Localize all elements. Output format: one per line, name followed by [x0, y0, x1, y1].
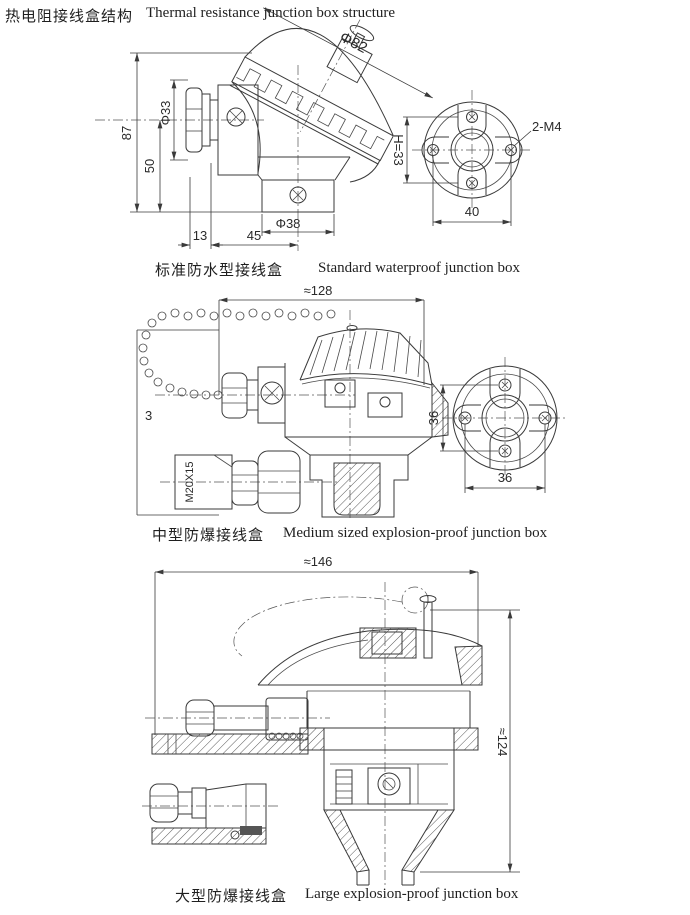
svg-text:Φ38: Φ38 [276, 216, 301, 231]
caption-large-english: Large explosion-proof junction box [305, 886, 519, 902]
dim-45: 45 [211, 228, 298, 248]
lower-stem [257, 156, 381, 213]
svg-text:36: 36 [498, 470, 512, 485]
dim-cap-diameter: Φ82 [337, 28, 370, 56]
caption-medium-chinese: 中型防爆接线盒 [152, 527, 265, 544]
left-extent: 3 [136, 329, 219, 516]
dim-gland-diameter: Φ33 [158, 79, 188, 161]
dim-128: ≈128 [218, 283, 425, 395]
side-gland-pipe [151, 697, 309, 755]
dim-146: ≈146 [154, 554, 479, 735]
standard-junction-box-drawing: Φ82 [95, 7, 562, 251]
page-title-chinese: 热电阻接线盒结构 [5, 8, 134, 25]
svg-text:13: 13 [193, 228, 207, 243]
svg-text:Φ33: Φ33 [158, 101, 173, 126]
dim-stem-diameter: Φ38 [261, 214, 335, 236]
svg-text:87: 87 [119, 126, 134, 140]
body-block [217, 84, 259, 176]
page-title-english: Thermal resistance junction box structur… [146, 5, 396, 21]
retaining-chain [138, 308, 336, 400]
dim-87: 87 [119, 52, 262, 213]
small-fitting [149, 783, 267, 845]
dim-36-vertical: 36 [426, 384, 498, 452]
dim-thread-spec: M20X15 [184, 462, 196, 503]
dim-13: 13 [178, 163, 223, 249]
body-screw [226, 107, 246, 127]
svg-text:≈124: ≈124 [495, 728, 510, 757]
svg-text:45: 45 [247, 228, 261, 243]
svg-text:36: 36 [426, 411, 441, 425]
cover-screw [419, 595, 437, 659]
caption-standard-chinese: 标准防水型接线盒 [155, 262, 284, 279]
flange-view [442, 357, 568, 480]
svg-text:≈128: ≈128 [304, 283, 333, 298]
body-section [299, 691, 479, 886]
thread-fitting: M20X15 [174, 450, 301, 514]
dome-cover [257, 627, 483, 692]
dim-40: 40 [432, 156, 512, 226]
ribbed-cap: Φ82 [229, 7, 433, 165]
svg-text:50: 50 [142, 159, 157, 173]
svg-text:H=33: H=33 [391, 134, 406, 165]
svg-text:3: 3 [145, 408, 152, 423]
svg-text:≈146: ≈146 [304, 554, 333, 569]
dim-124: ≈124 [420, 609, 520, 873]
svg-text:40: 40 [465, 204, 479, 219]
seal-block [240, 826, 262, 835]
caption-standard-english: Standard waterproof junction box [318, 260, 521, 276]
large-junction-box-drawing: ≈146 ≈124 [142, 554, 520, 886]
cap-rim [231, 81, 261, 174]
medium-junction-box-drawing: ≈128 3 [136, 283, 568, 520]
dim-50: 50 [142, 120, 163, 212]
flange-view [412, 90, 532, 210]
label-2m4: 2-M4 [513, 119, 562, 147]
dim-36-horizontal: 36 [464, 424, 546, 493]
svg-text:2-M4: 2-M4 [532, 119, 562, 134]
caption-large-chinese: 大型防爆接线盒 [175, 888, 288, 905]
caption-medium-english: Medium sized explosion-proof junction bo… [283, 525, 548, 541]
dim-h33: H=33 [391, 116, 458, 184]
box-body [284, 325, 449, 518]
